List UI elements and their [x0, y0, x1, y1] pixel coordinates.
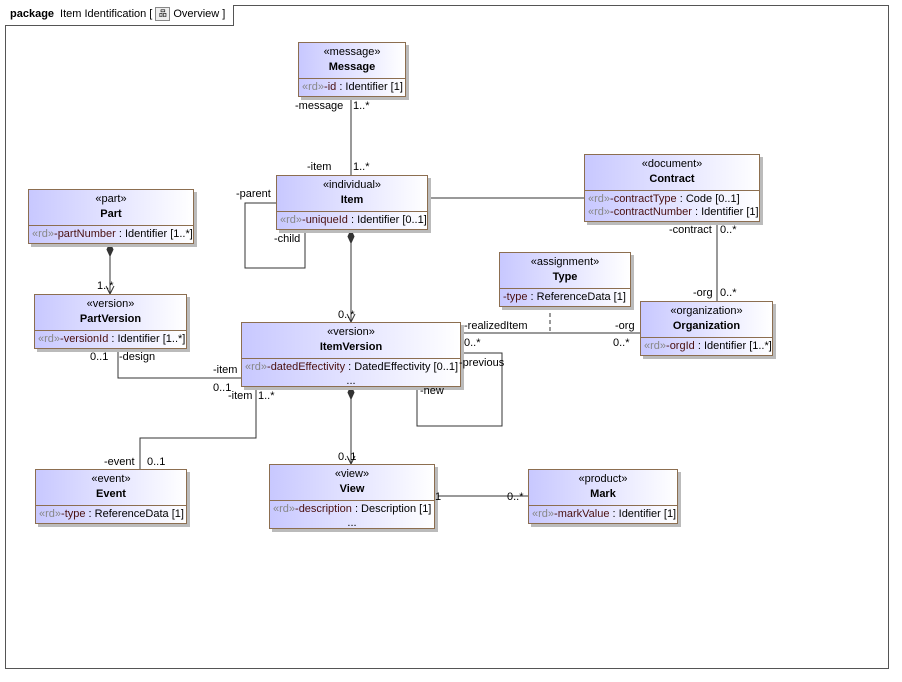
attribute: «rd»-type : ReferenceData [1] — [39, 508, 184, 520]
role-label: -child — [274, 233, 301, 245]
multiplicity-label: 1 — [435, 491, 442, 503]
class-name: Contract — [649, 173, 695, 185]
stereotype: «version» — [86, 298, 135, 310]
attribute: «rd»-id : Identifier [1] — [302, 81, 403, 93]
stereotype: «product» — [578, 473, 628, 485]
assoc-partversion-itemversion — [117, 348, 241, 379]
assoc-item-self — [244, 202, 306, 269]
class-event[interactable]: «event» Event «rd»-type : ReferenceData [1… — [35, 469, 187, 524]
diagram-name[interactable]: Overview — [173, 8, 220, 20]
package-frame — [5, 5, 889, 669]
multiplicity-label: 1..* — [353, 100, 370, 112]
package-name: Item Identification [ — [60, 8, 153, 20]
multiplicity-label: 0..1 — [338, 451, 357, 463]
class-name: View — [339, 483, 365, 495]
class-name: ItemVersion — [319, 341, 383, 353]
stereotype: «version» — [327, 326, 375, 338]
role-label: -org — [693, 287, 713, 299]
bracket: ] — [222, 8, 226, 20]
stereotype: «organization» — [670, 305, 743, 317]
role-label: -new — [420, 385, 444, 397]
stereotype: «message» — [323, 46, 381, 58]
assoc-itemversion-event — [139, 386, 257, 469]
role-label: -item — [228, 390, 253, 402]
role-label: -design — [119, 351, 156, 363]
multiplicity-label: 1..* — [97, 280, 114, 292]
class-contract[interactable]: «document» Contract «rd»-contractType : Co… — [584, 154, 760, 222]
attribute: «rd»-markValue : Identifier [1] — [532, 508, 677, 520]
class-name: Part — [100, 208, 122, 220]
stereotype: «assignment» — [530, 256, 600, 268]
class-message[interactable]: «message» Message «rd»-id : Identifier [1] — [298, 42, 406, 97]
class-view[interactable]: «view» View «rd»-description : Description… — [269, 464, 435, 529]
multiplicity-label: 0..* — [720, 287, 737, 299]
class-name: PartVersion — [79, 313, 142, 325]
multiplicity-label: 0..* — [613, 337, 630, 349]
role-label: -previous — [459, 357, 505, 369]
role-label: -contract — [669, 224, 712, 236]
stereotype: «individual» — [322, 179, 382, 191]
attribute: «rd»-partNumber : Identifier [1..*] — [32, 228, 193, 240]
role-label: -event — [104, 456, 135, 468]
class-organization[interactable]: «organization» Organization «rd»-orgId : I… — [640, 301, 773, 356]
class-part[interactable]: «part» Part «rd»-partNumber : Identifier [… — [28, 189, 194, 244]
more-attributes: ... — [347, 517, 357, 529]
assoc-itemversion-self — [416, 352, 503, 427]
multiplicity-label: 0..* — [507, 491, 524, 503]
attribute: «rd»-uniqueId : Identifier [0..1] — [280, 214, 427, 226]
multiplicity-label: 0..* — [338, 309, 355, 321]
role-label: -org — [615, 320, 635, 332]
class-diagram-icon: 品 — [155, 7, 171, 22]
attribute: -type : ReferenceData [1] — [503, 291, 626, 303]
class-mark[interactable]: «product» Mark «rd»-markValue : Identifier… — [528, 469, 678, 524]
class-name: Organization — [672, 320, 741, 332]
package-keyword: package — [10, 8, 55, 20]
attribute: «rd»-versionId : Identifier [1..*] — [38, 333, 186, 345]
multiplicity-label: 1..* — [353, 161, 370, 173]
attribute: «rd»-orgId : Identifier [1..*] — [644, 340, 772, 352]
stereotype: «view» — [334, 468, 370, 480]
class-itemversion[interactable]: «version» ItemVersion «rd»-datedEffectivit… — [241, 322, 461, 387]
multiplicity-label: 1..* — [258, 390, 275, 402]
class-name: Message — [328, 61, 376, 73]
stereotype: «document» — [641, 158, 703, 170]
role-label: -item — [213, 364, 238, 376]
stereotype: «event» — [91, 473, 131, 485]
more-attributes: ... — [346, 375, 356, 387]
class-item[interactable]: «individual» Item «rd»-uniqueId : Identifi… — [276, 175, 428, 230]
attribute: «rd»-contractType : Code [0..1]«rd»-cont… — [588, 193, 759, 218]
stereotype: «part» — [95, 193, 127, 205]
class-name: Item — [340, 194, 364, 206]
role-label: -item — [307, 161, 332, 173]
class-name: Event — [96, 488, 126, 500]
class-type[interactable]: «assignment» Type -type : ReferenceData [1… — [499, 252, 631, 307]
class-name: Mark — [590, 488, 616, 500]
attribute: «rd»-description : Description [1] — [273, 503, 432, 515]
multiplicity-label: 0..1 — [213, 382, 232, 394]
role-label: -message — [295, 100, 344, 112]
attribute: «rd»-datedEffectivity : DatedEffectivity… — [245, 361, 458, 373]
class-name: Type — [552, 271, 578, 283]
role-label: -realizedItem — [464, 320, 528, 332]
multiplicity-label: 0..* — [464, 337, 481, 349]
diamond — [347, 228, 355, 245]
multiplicity-label: 0..1 — [147, 456, 166, 468]
multiplicity-label: 0..* — [720, 224, 737, 236]
multiplicity-label: 0..1 — [90, 351, 109, 363]
class-partversion[interactable]: «version» PartVersion «rd»-versionId : Ide… — [34, 294, 187, 349]
role-label: -parent — [236, 188, 271, 200]
